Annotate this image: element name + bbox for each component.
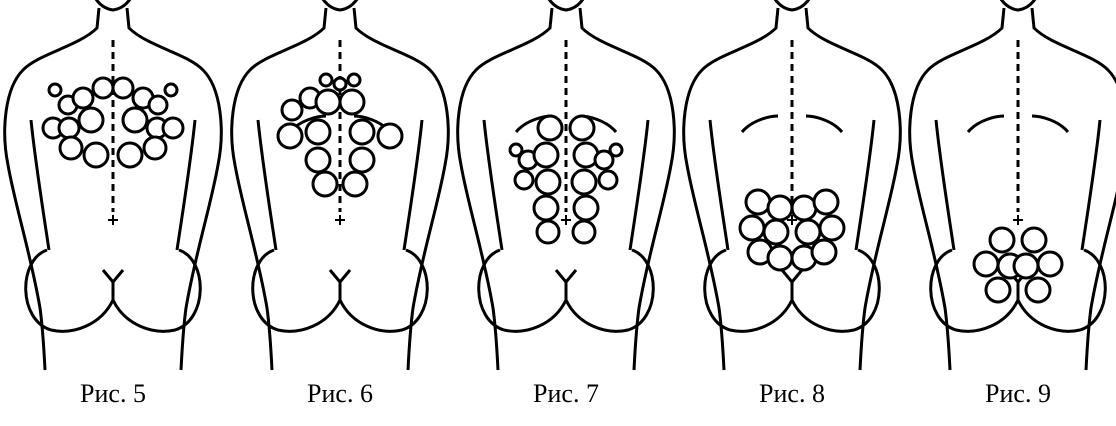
cup-circle — [163, 118, 183, 138]
figure-caption-5: Рис. 5 — [13, 378, 213, 410]
figure-caption-8: Рис. 8 — [692, 378, 892, 410]
figure-caption-9: Рис. 9 — [918, 378, 1116, 410]
cup-circle — [768, 246, 792, 270]
cup-circle — [570, 116, 594, 140]
back-figure-8 — [684, 0, 901, 370]
cup-circle — [990, 228, 1014, 252]
cup-circle — [768, 196, 792, 220]
cup-circle — [534, 143, 558, 167]
cup-circle — [1022, 228, 1046, 252]
cup-circle — [282, 100, 302, 120]
body-outline — [684, 0, 901, 370]
cup-circle — [316, 90, 340, 114]
cup-circle — [1014, 254, 1038, 278]
cup-circle — [974, 252, 998, 276]
cup-circle — [320, 74, 332, 86]
cup-circle — [1026, 278, 1050, 302]
cup-circle — [538, 116, 562, 140]
cup-circle — [348, 74, 360, 86]
cup-circle — [49, 84, 61, 96]
cup-circle — [792, 196, 816, 220]
body-outline — [232, 0, 449, 370]
cup-circle — [515, 171, 533, 189]
back-figure-6 — [232, 0, 449, 370]
cup-circle — [610, 144, 622, 156]
cup-circle — [306, 120, 330, 144]
cup-circle — [113, 78, 133, 98]
cup-circle — [144, 137, 166, 159]
cup-circle — [740, 216, 764, 240]
cup-circle — [573, 221, 595, 243]
body-outline — [5, 0, 222, 370]
cup-circle — [165, 84, 177, 96]
body-outline — [910, 0, 1116, 370]
cup-circle — [59, 118, 79, 138]
cup-circle — [278, 124, 302, 148]
cup-circle — [796, 220, 820, 244]
cup-circle — [378, 124, 402, 148]
cup-circle — [764, 220, 788, 244]
cup-circle — [986, 278, 1010, 302]
body-outline — [458, 0, 675, 370]
cup-circle — [73, 88, 93, 108]
cup-circle — [79, 108, 103, 132]
cup-circle — [574, 196, 598, 220]
cup-circle — [812, 240, 836, 264]
cup-circle — [350, 148, 374, 172]
cup-circle — [340, 90, 364, 114]
figure-caption-7: Рис. 7 — [466, 378, 666, 410]
cup-circle — [93, 78, 113, 98]
cup-circle — [350, 120, 374, 144]
figure-caption-6: Рис. 6 — [240, 378, 440, 410]
cup-circle — [537, 221, 559, 243]
cup-circle — [313, 172, 337, 196]
cup-circle — [118, 143, 142, 167]
cup-circle — [536, 170, 560, 194]
cup-circle — [820, 216, 844, 240]
cup-circle — [572, 170, 596, 194]
cup-circle — [334, 78, 346, 90]
cup-circle — [84, 143, 108, 167]
cup-circle — [814, 190, 838, 214]
cup-circle — [746, 190, 770, 214]
back-figure-7 — [458, 0, 675, 370]
cup-circle — [306, 148, 330, 172]
cup-circle — [534, 196, 558, 220]
cup-circle — [60, 137, 82, 159]
cup-circle — [599, 171, 617, 189]
cup-circle — [343, 172, 367, 196]
cup-circle — [123, 108, 147, 132]
cup-circle — [149, 96, 167, 114]
back-figure-9 — [910, 0, 1116, 370]
back-figure-5 — [5, 0, 222, 370]
cup-circle — [1038, 252, 1062, 276]
